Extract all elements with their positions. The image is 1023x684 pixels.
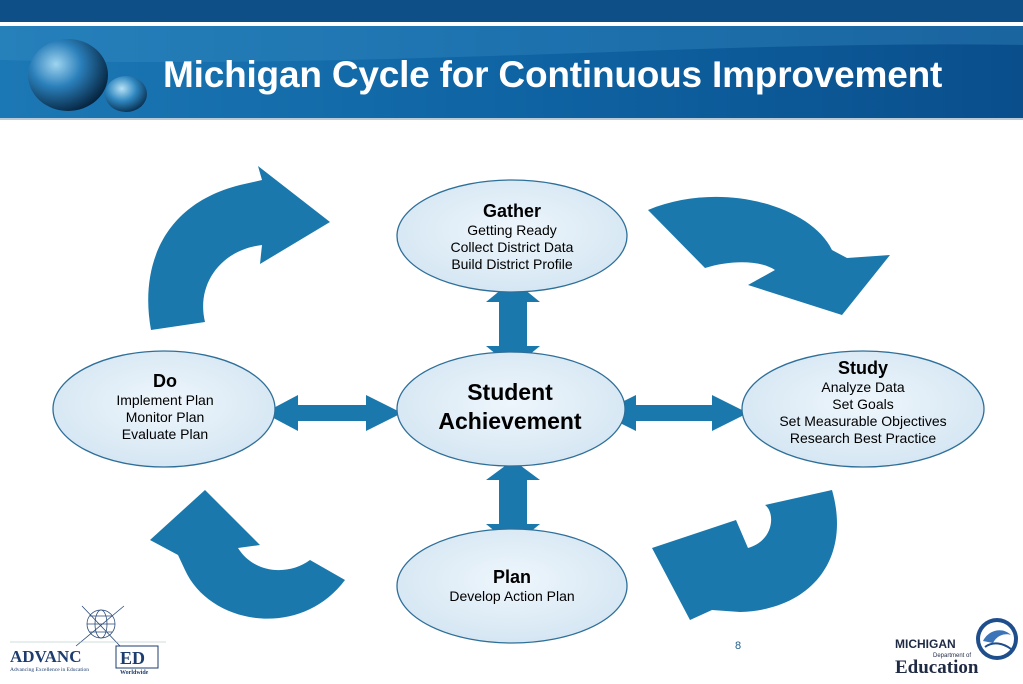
center-line: Student bbox=[467, 379, 553, 405]
page-number: 8 bbox=[735, 640, 742, 652]
double-arrow-center-plan bbox=[486, 460, 540, 546]
advanced-tagline: Advancing Excellence in Education bbox=[10, 667, 89, 673]
gather-line: Build District Profile bbox=[451, 256, 573, 272]
do-node: Do Implement Plan Monitor Plan Evaluate … bbox=[65, 371, 265, 443]
plan-ellipse bbox=[396, 528, 628, 644]
do-line: Monitor Plan bbox=[125, 409, 205, 425]
study-ellipse bbox=[741, 350, 985, 468]
mde-dept-of: Department of bbox=[933, 653, 971, 659]
gather-line: Getting Ready bbox=[467, 222, 557, 238]
globe-decoration-icon bbox=[28, 39, 147, 112]
gather-heading: Gather bbox=[482, 201, 542, 221]
header-banner: Michigan Cycle for Continuous Improvemen… bbox=[0, 0, 1023, 120]
advanced-logo: ADVANC ED Advancing Excellence in Educat… bbox=[6, 602, 166, 676]
study-line: Set Measurable Objectives bbox=[779, 413, 947, 429]
advanced-worldwide: Worldwide bbox=[120, 670, 149, 676]
cycle-arrow-top-left bbox=[148, 166, 330, 330]
advanced-globe-icon: ADVANC ED Advancing Excellence in Educat… bbox=[10, 605, 166, 676]
plan-node: Plan Develop Action Plan bbox=[412, 567, 612, 605]
gather-ellipse bbox=[396, 179, 628, 293]
study-line: Analyze Data bbox=[821, 379, 905, 395]
gather-node: Gather Getting Ready Collect District Da… bbox=[412, 201, 612, 273]
do-heading: Do bbox=[153, 371, 177, 391]
double-arrow-center-study bbox=[600, 395, 748, 431]
double-arrow-center-gather bbox=[486, 280, 540, 368]
cycle-arrow-bottom-left bbox=[150, 490, 345, 619]
advanced-word: ADVANC bbox=[10, 647, 81, 666]
cycle-arrow-bottom-right bbox=[652, 490, 837, 620]
student-achievement-label: Student Achievement bbox=[410, 378, 610, 436]
center-line: Achievement bbox=[438, 408, 582, 434]
student-achievement-ellipse bbox=[396, 351, 626, 467]
plan-heading: Plan bbox=[492, 567, 531, 587]
do-line: Implement Plan bbox=[116, 392, 214, 408]
cycle-arrow-top-right bbox=[648, 196, 890, 315]
double-arrow-center-do bbox=[264, 395, 402, 431]
mde-logo: MICHIGAN Department of Education bbox=[893, 615, 1021, 679]
page-title: Michigan Cycle for Continuous Improvemen… bbox=[163, 54, 943, 95]
mde-emblem-icon: MICHIGAN Department of Education bbox=[895, 618, 1018, 678]
header-background bbox=[0, 0, 1023, 120]
do-ellipse bbox=[52, 350, 276, 468]
advanced-ed: ED bbox=[120, 648, 145, 668]
mde-education: Education bbox=[895, 657, 979, 678]
study-line: Research Best Practice bbox=[789, 430, 937, 446]
study-line: Set Goals bbox=[832, 396, 894, 412]
do-line: Evaluate Plan bbox=[121, 426, 209, 442]
study-heading: Study bbox=[837, 358, 888, 378]
study-node: Study Analyze Data Set Goals Set Measura… bbox=[743, 358, 983, 447]
mde-michigan: MICHIGAN bbox=[895, 637, 956, 651]
plan-line: Develop Action Plan bbox=[449, 588, 575, 604]
gather-line: Collect District Data bbox=[450, 239, 574, 255]
